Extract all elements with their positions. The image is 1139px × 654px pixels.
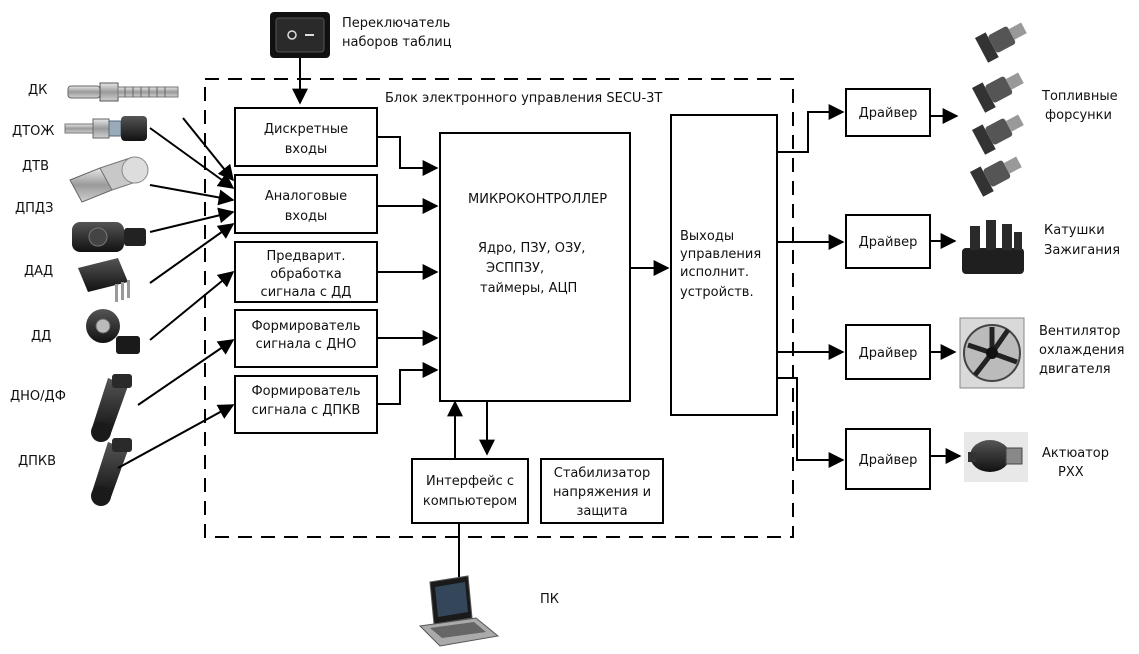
fan-label-1: Вентилятор [1039,324,1120,339]
sensor-label-dno-df: ДНО/ДФ [10,389,66,404]
fuel-injectors-icon [970,22,1027,197]
sensor-label-dpkv: ДПКВ [18,454,56,469]
ecu-title: Блок электронного управления SECU-3T [385,91,662,106]
discrete-inputs-box [234,107,378,167]
arrow-discrete-mcu [377,136,439,176]
outputs-line3: исполнит. [680,265,749,280]
iac-label-1: Актюатор [1042,446,1109,461]
camshaft-sensor-icon [91,374,132,442]
sensor-label-dtv: ДТВ [22,159,49,174]
arrow-dk [182,117,235,182]
discrete-inputs-line2: входы [285,142,328,157]
table-switch-icon [270,12,330,58]
laptop-icon [418,575,500,647]
pc-interface-box [411,458,529,524]
ecu-boundary [204,78,794,538]
dno-former-line2: сигнала с ДНО [256,337,357,352]
injectors-label-1: Топливные [1041,89,1118,104]
air-temp-sensor-icon [69,156,149,203]
mcu-body-line3: таймеры, АЦП [480,281,577,296]
fan-label-2: охлаждения [1039,343,1124,358]
arrow-to-driver-injectors [777,104,845,153]
sensor-label-dd: ДД [31,329,51,344]
arrow-dpdz [149,207,235,233]
arrow-dd [149,270,235,341]
analog-inputs-box [234,174,378,234]
coolant-temp-sensor-icon [64,116,147,141]
arrow-to-driver-iac [777,377,845,468]
oxygen-sensor-icon [67,82,179,102]
fan-label-3: двигателя [1039,362,1111,377]
arrow-dpkv-mcu [377,362,439,405]
dno-former-line1: Формирователь [251,319,360,334]
arrow-dtozh [149,127,235,189]
stabilizer-line2: напряжения и [553,485,651,500]
driver-box-injectors [845,88,931,137]
coils-label-1: Катушки [1044,223,1105,238]
preproc-line1: Предварит. [266,249,345,264]
mcu-body-line1: Ядро, ПЗУ, ОЗУ, [478,241,585,256]
outputs-line2: управления [680,247,761,262]
dpkv-former-box [234,375,378,434]
injectors-label-2: форсунки [1045,108,1112,123]
interface-line1: Интерфейс с [426,474,514,489]
throttle-position-sensor-icon [72,222,146,252]
driver-box-coils [845,214,931,269]
stabilizer-line3: защита [576,504,627,519]
driver-label-fan: Драйвер [859,346,918,361]
arrow-dtv [149,184,235,206]
cooling-fan-icon [959,317,1025,389]
driver-label-coils: Драйвер [859,235,918,250]
knock-sensor-icon [86,309,140,354]
stabilizer-line1: Стабилизатор [554,466,651,481]
analog-inputs-line2: входы [285,209,328,224]
pc-label: ПК [540,592,559,607]
driver-label-iac: Драйвер [859,453,918,468]
sensor-label-dk: ДК [28,83,47,98]
arrow-dpkv [117,404,235,469]
preproc-line2: обработка [270,267,342,282]
actuator-outputs-box [670,114,778,416]
analog-inputs-line1: Аналоговые [265,189,347,204]
voltage-stabilizer-box [540,458,664,524]
arrow-dad [149,223,235,284]
dpkv-former-line1: Формирователь [251,384,360,399]
switch-label-1: Переключатель [342,16,450,31]
outputs-line1: Выходы [680,229,734,244]
arrow-dno [137,339,235,406]
microcontroller-box [439,132,631,402]
preproc-line3: сигнала с ДД [261,285,352,300]
driver-box-iac [845,428,931,490]
idle-air-actuator-icon [964,432,1028,482]
pressure-sensor-icon [78,258,130,302]
sensor-label-dtozh: ДТОЖ [12,124,54,139]
switch-label-2: наборов таблиц [342,35,452,50]
discrete-inputs-line1: Дискретные [264,122,348,137]
mcu-body-line2: ЭСППЗУ, [486,261,544,276]
iac-label-2: РХХ [1058,465,1084,480]
interface-line2: компьютером [423,494,517,509]
crankshaft-sensor-icon [91,438,132,506]
mcu-title: МИКРОКОНТРОЛЛЕР [468,192,607,207]
sensor-label-dpdz: ДПДЗ [15,201,53,216]
ignition-coil-icon [962,220,1024,274]
driver-label-injectors: Драйвер [859,106,918,121]
dpkv-former-line2: сигнала с ДПКВ [252,403,361,418]
coils-label-2: Зажигания [1044,243,1120,258]
sensor-label-dad: ДАД [24,264,53,279]
outputs-line4: устройств. [680,285,754,300]
